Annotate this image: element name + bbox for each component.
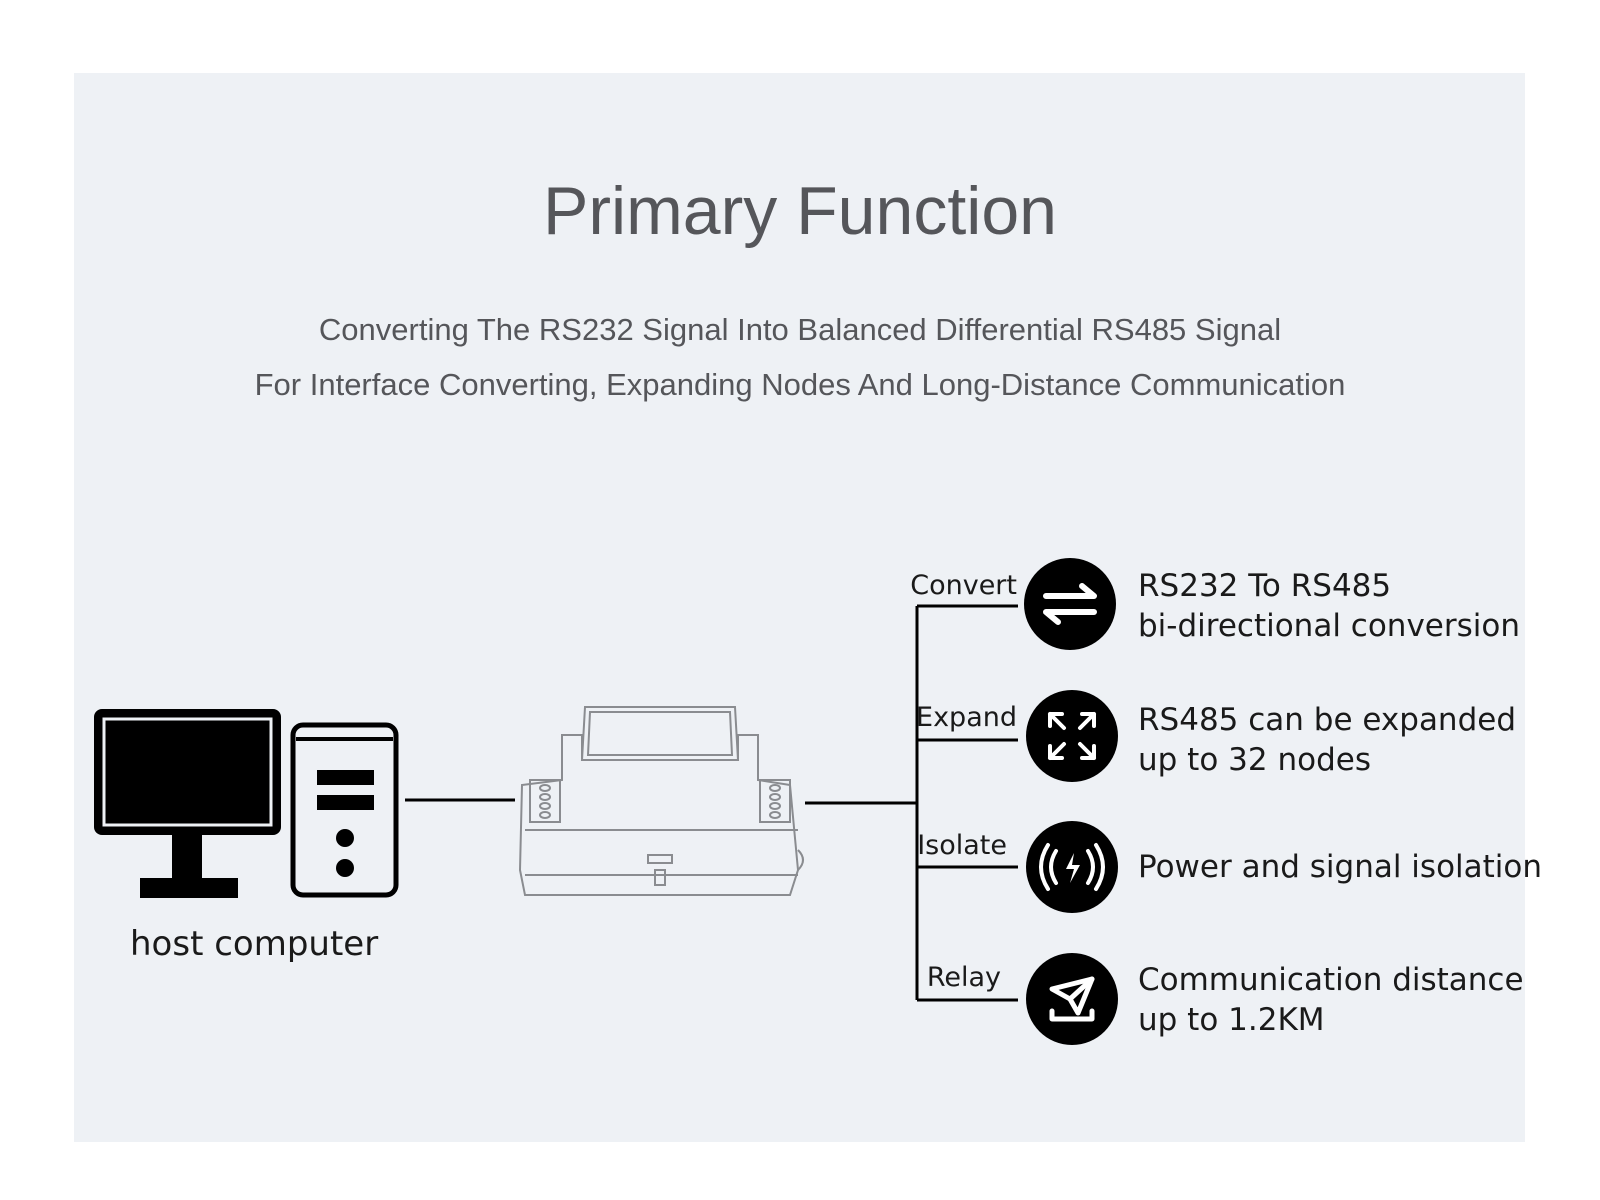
converter-device-icon xyxy=(518,706,804,896)
branch-label-convert: Convert xyxy=(910,570,1017,601)
feature-expand-line-2: up to 32 nodes xyxy=(1138,742,1371,778)
feature-text-expand: RS485 can be expanded up to 32 nodes xyxy=(1138,700,1578,780)
branch-label-relay: Relay xyxy=(926,962,1001,993)
feature-convert-line-1: RS232 To RS485 xyxy=(1138,568,1392,604)
branch-label-isolate: Isolate xyxy=(917,830,1007,861)
feature-relay-line-1: Communication distance xyxy=(1138,962,1524,998)
feature-expand-line-1: RS485 can be expanded xyxy=(1138,702,1517,738)
subtitle-line-2: For Interface Converting, Expanding Node… xyxy=(254,367,1346,402)
branch-label-expand: Expand xyxy=(916,702,1017,733)
pc-tower-icon xyxy=(290,722,399,898)
isolation-signal-icon xyxy=(1026,821,1118,913)
background-panel xyxy=(74,73,1525,1142)
feature-convert-line-2: bi-directional conversion xyxy=(1138,608,1520,644)
feature-text-relay: Communication distance up to 1.2KM xyxy=(1138,960,1578,1040)
host-computer-label: host computer xyxy=(130,924,379,964)
expand-arrows-icon xyxy=(1026,690,1118,782)
bidirectional-arrows-icon xyxy=(1024,558,1116,650)
feature-text-convert: RS232 To RS485 bi-directional conversion xyxy=(1138,566,1578,646)
page-title: Primary Function xyxy=(543,173,1057,249)
subtitle-line-1: Converting The RS232 Signal Into Balance… xyxy=(318,312,1282,347)
feature-relay-line-2: up to 1.2KM xyxy=(1138,1002,1325,1038)
feature-text-isolate: Power and signal isolation xyxy=(1138,847,1578,887)
monitor-icon xyxy=(94,709,281,898)
relay-send-icon xyxy=(1026,953,1118,1045)
feature-isolate-line-1: Power and signal isolation xyxy=(1138,849,1543,885)
